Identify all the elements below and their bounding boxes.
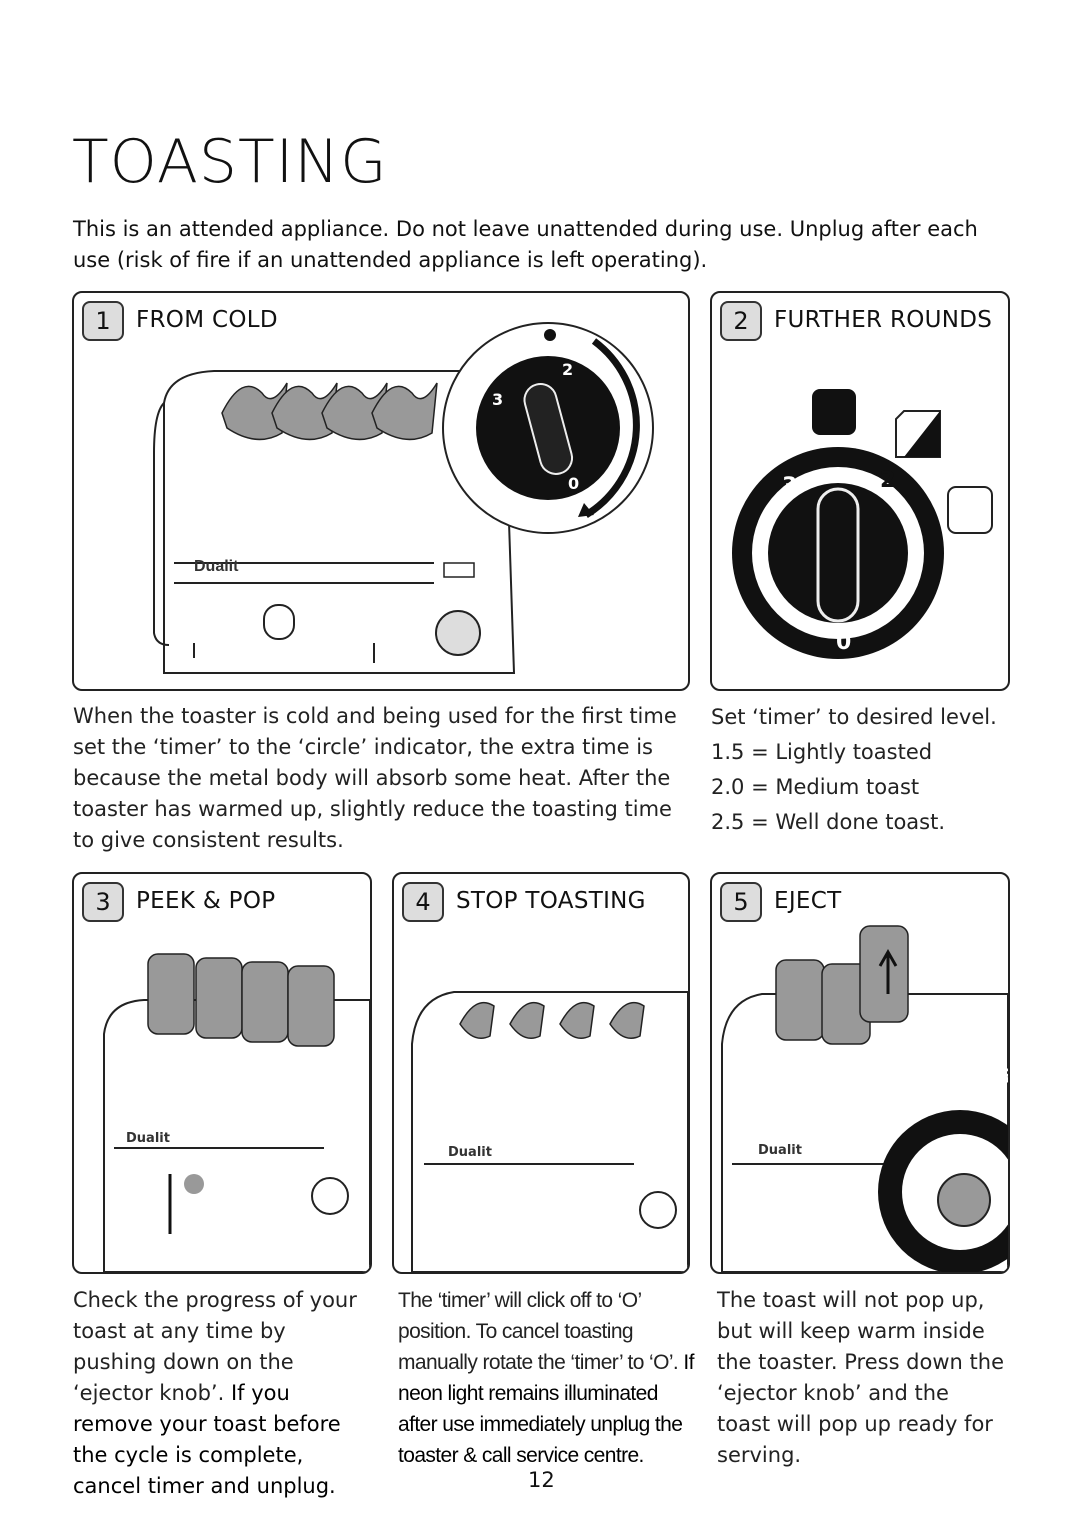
- brand-label: Dualit: [448, 1145, 492, 1160]
- step-number: 5: [720, 882, 762, 922]
- peek-pop-illustration: Dualit: [103, 953, 370, 1272]
- step-2-intro: Set ‘timer’ to desired level.: [711, 705, 997, 729]
- dial-mark-3: 3: [782, 474, 797, 499]
- step-3-description: Check the progress of your toast at any …: [73, 1285, 373, 1502]
- step-3-warning: If you remove your toast before the cycl…: [73, 1381, 341, 1498]
- toaster-dial-illustration: Dualit 3 2 0: [153, 322, 654, 674]
- step-5-panel: 5 EJECT Dualit UNPLUG WHEN NOT IN USE: [710, 872, 1010, 1274]
- step-4-text: The ‘timer’ will click off to ‘O’ positi…: [398, 1289, 679, 1374]
- step-4-warning: If neon light remains illuminated after …: [398, 1351, 694, 1467]
- timer-dial-illustration: 3 2 0: [732, 389, 993, 659]
- step-1-panel: 1 FROM COLD Dualit 3 2 0: [72, 291, 690, 691]
- step-1-description: When the toaster is cold and being used …: [73, 704, 677, 852]
- safety-warning: This is an attended appliance. Do not le…: [73, 217, 978, 272]
- eject-illustration: Dualit UNPLUG WHEN NOT IN USE: [721, 925, 1008, 1272]
- step-number: 4: [402, 882, 444, 922]
- step-4-panel: 4 STOP TOASTING Dualit: [392, 872, 690, 1274]
- brand-label: Dualit: [126, 1131, 170, 1146]
- step-4-description: The ‘timer’ will click off to ‘O’ positi…: [398, 1285, 698, 1471]
- page-number: 12: [528, 1468, 555, 1492]
- dial-mark-2: 2: [562, 360, 573, 379]
- stop-toasting-illustration: Dualit: [411, 991, 688, 1272]
- brand-label: Dualit: [194, 558, 239, 575]
- level-medium: 2.0 = Medium toast: [711, 775, 920, 799]
- brand-label: Dualit: [758, 1143, 802, 1158]
- step-number: 1: [82, 301, 124, 341]
- step-number: 3: [82, 882, 124, 922]
- dial-mark-2: 2: [880, 468, 895, 493]
- dial-mark-0: 0: [836, 630, 851, 655]
- step-5-description: The toast will not pop up, but will keep…: [717, 1288, 1004, 1467]
- dial-mark-0: 0: [568, 474, 579, 493]
- level-lightly: 1.5 = Lightly toasted: [711, 740, 933, 764]
- level-well-done: 2.5 = Well done toast.: [711, 810, 946, 834]
- step-title: FROM COLD: [136, 307, 278, 333]
- step-3-text: Check the progress of your toast at any …: [73, 1288, 357, 1405]
- step-2-panel: 2 FURTHER ROUNDS 3 2 0: [710, 291, 1010, 691]
- step-title: PEEK & POP: [136, 888, 276, 914]
- step-number: 2: [720, 301, 762, 341]
- step-title: STOP TOASTING: [456, 888, 646, 914]
- page-title: TOASTING: [72, 127, 388, 197]
- step-title: EJECT: [774, 888, 842, 914]
- step-3-panel: 3 PEEK & POP Dualit: [72, 872, 372, 1274]
- step-2-description: Set ‘timer’ to desired level. 1.5 = Ligh…: [711, 700, 1011, 840]
- dial-mark-3: 3: [492, 390, 503, 409]
- step-title: FURTHER ROUNDS: [774, 307, 993, 333]
